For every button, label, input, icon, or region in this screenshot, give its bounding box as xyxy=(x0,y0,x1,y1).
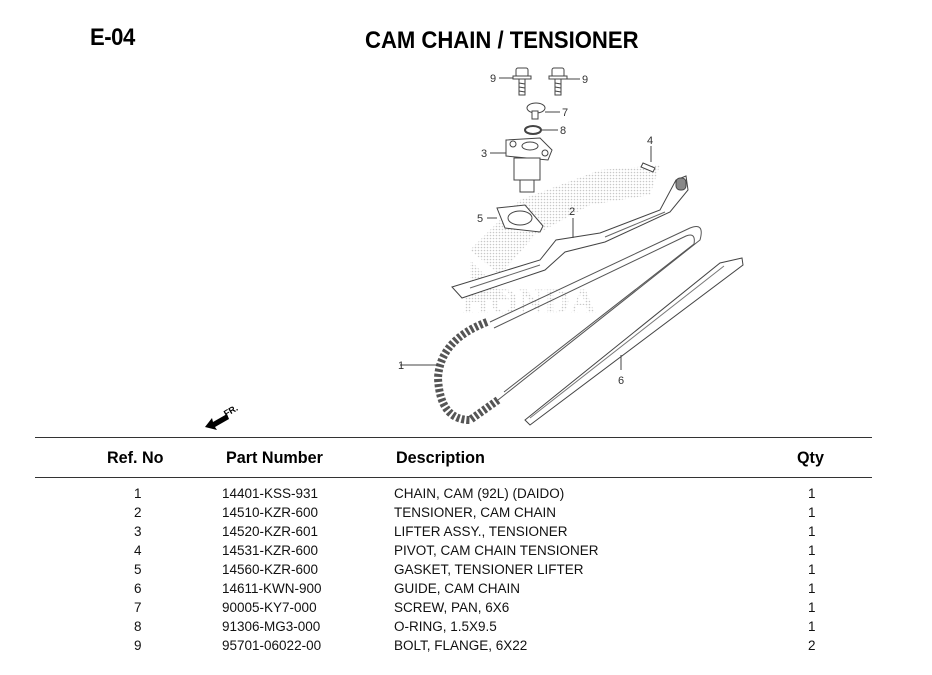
table-row: 4 14531-KZR-600 PIVOT, CAM CHAIN TENSIONER… xyxy=(0,543,932,562)
bolt-part-9-left xyxy=(512,67,532,96)
table-row: 6 14611-KWN-900 GUIDE, CAM CHAIN 1 xyxy=(0,581,932,600)
part-number: 91306-MG3-000 xyxy=(222,619,321,634)
qty: 1 xyxy=(808,505,816,520)
parts-table-body: 1 14401-KSS-931 CHAIN, CAM (92L) (DAIDO)1 … xyxy=(0,486,932,657)
bolt-part-9-right xyxy=(548,67,568,96)
callout-2: 2 xyxy=(569,206,575,218)
description: GASKET, TENSIONER LIFTER xyxy=(394,562,584,577)
description: SCREW, PAN, 6X6 xyxy=(394,600,510,615)
ref-no: 2 xyxy=(134,505,142,520)
part-number: 14560-KZR-600 xyxy=(222,562,319,577)
guide-part-6 xyxy=(524,257,744,426)
part-number: 14611-KWN-900 xyxy=(222,581,322,596)
table-header-rule xyxy=(35,477,872,478)
ref-no: 1 xyxy=(134,486,142,501)
description: O-RING, 1.5X9.5 xyxy=(394,619,497,634)
table-row: 5 14560-KZR-600 GASKET, TENSIONER LIFTER 1 xyxy=(0,562,932,581)
table-row: 8 91306-MG3-000 O-RING, 1.5X9.5 1 xyxy=(0,619,932,638)
description: BOLT, FLANGE, 6X22 xyxy=(394,638,528,653)
description: GUIDE, CAM CHAIN xyxy=(394,581,521,596)
part-number: 14510-KZR-600 xyxy=(222,505,319,520)
ref-no: 5 xyxy=(134,562,142,577)
column-header-ref-no: Ref. No xyxy=(107,448,164,467)
front-label: FR. xyxy=(222,403,240,419)
callout-6: 6 xyxy=(618,375,624,387)
callout-1: 1 xyxy=(398,360,404,372)
gasket-part-5 xyxy=(496,204,544,233)
ref-no: 7 xyxy=(134,600,142,615)
table-top-rule xyxy=(35,437,872,438)
column-header-part-number: Part Number xyxy=(226,448,323,467)
page-title: CAM CHAIN / TENSIONER xyxy=(365,27,639,54)
section-code: E-04 xyxy=(90,24,135,51)
table-row: 7 90005-KY7-000 SCREW, PAN, 6X6 1 xyxy=(0,600,932,619)
qty: 1 xyxy=(808,524,816,539)
ref-no: 4 xyxy=(134,543,142,558)
part-number: 95701-06022-00 xyxy=(222,638,322,653)
pivot-part-4 xyxy=(640,162,656,173)
description: PIVOT, CAM CHAIN TENSIONER xyxy=(394,543,599,558)
qty: 1 xyxy=(808,619,816,634)
table-row: 3 14520-KZR-601 LIFTER ASSY., TENSIONER 1 xyxy=(0,524,932,543)
parts-diagram: HONDA 9 9 7 8 3 4 xyxy=(205,67,744,430)
cam-chain-part-1 xyxy=(433,226,702,425)
callout-3: 3 xyxy=(481,148,487,160)
callout-9-right: 9 xyxy=(582,74,588,86)
description: TENSIONER, CAM CHAIN xyxy=(394,505,557,520)
description: CHAIN, CAM (92L) (DAIDO) xyxy=(394,486,565,501)
ref-no: 6 xyxy=(134,581,142,596)
qty: 2 xyxy=(808,638,816,653)
qty: 1 xyxy=(808,543,816,558)
qty: 1 xyxy=(808,486,816,501)
callout-8: 8 xyxy=(560,125,566,137)
column-header-description: Description xyxy=(396,448,485,467)
ref-no: 9 xyxy=(134,638,142,653)
table-row: 9 95701-06022-00 BOLT, FLANGE, 6X22 2 xyxy=(0,638,932,657)
ref-no: 3 xyxy=(134,524,142,539)
ref-no: 8 xyxy=(134,619,142,634)
callout-9-left: 9 xyxy=(490,73,496,85)
callout-5: 5 xyxy=(477,213,483,225)
part-number: 14520-KZR-601 xyxy=(222,524,319,539)
part-number: 14531-KZR-600 xyxy=(222,543,319,558)
tensioner-part-2 xyxy=(451,175,689,299)
oring-part-8 xyxy=(524,125,542,135)
callout-4: 4 xyxy=(647,135,653,147)
screw-part-7 xyxy=(526,102,546,120)
part-number: 90005-KY7-000 xyxy=(222,600,317,615)
description: LIFTER ASSY., TENSIONER xyxy=(394,524,568,539)
table-row: 1 14401-KSS-931 CHAIN, CAM (92L) (DAIDO) 1 xyxy=(0,486,932,505)
callout-7: 7 xyxy=(562,107,568,119)
part-number: 14401-KSS-931 xyxy=(222,486,319,501)
qty: 1 xyxy=(808,562,816,577)
front-direction-arrow-icon: FR. xyxy=(205,403,240,430)
qty: 1 xyxy=(808,581,816,596)
qty: 1 xyxy=(808,600,816,615)
column-header-qty: Qty xyxy=(797,448,824,467)
lifter-part-3 xyxy=(505,137,553,193)
table-row: 2 14510-KZR-600 TENSIONER, CAM CHAIN 1 xyxy=(0,505,932,524)
